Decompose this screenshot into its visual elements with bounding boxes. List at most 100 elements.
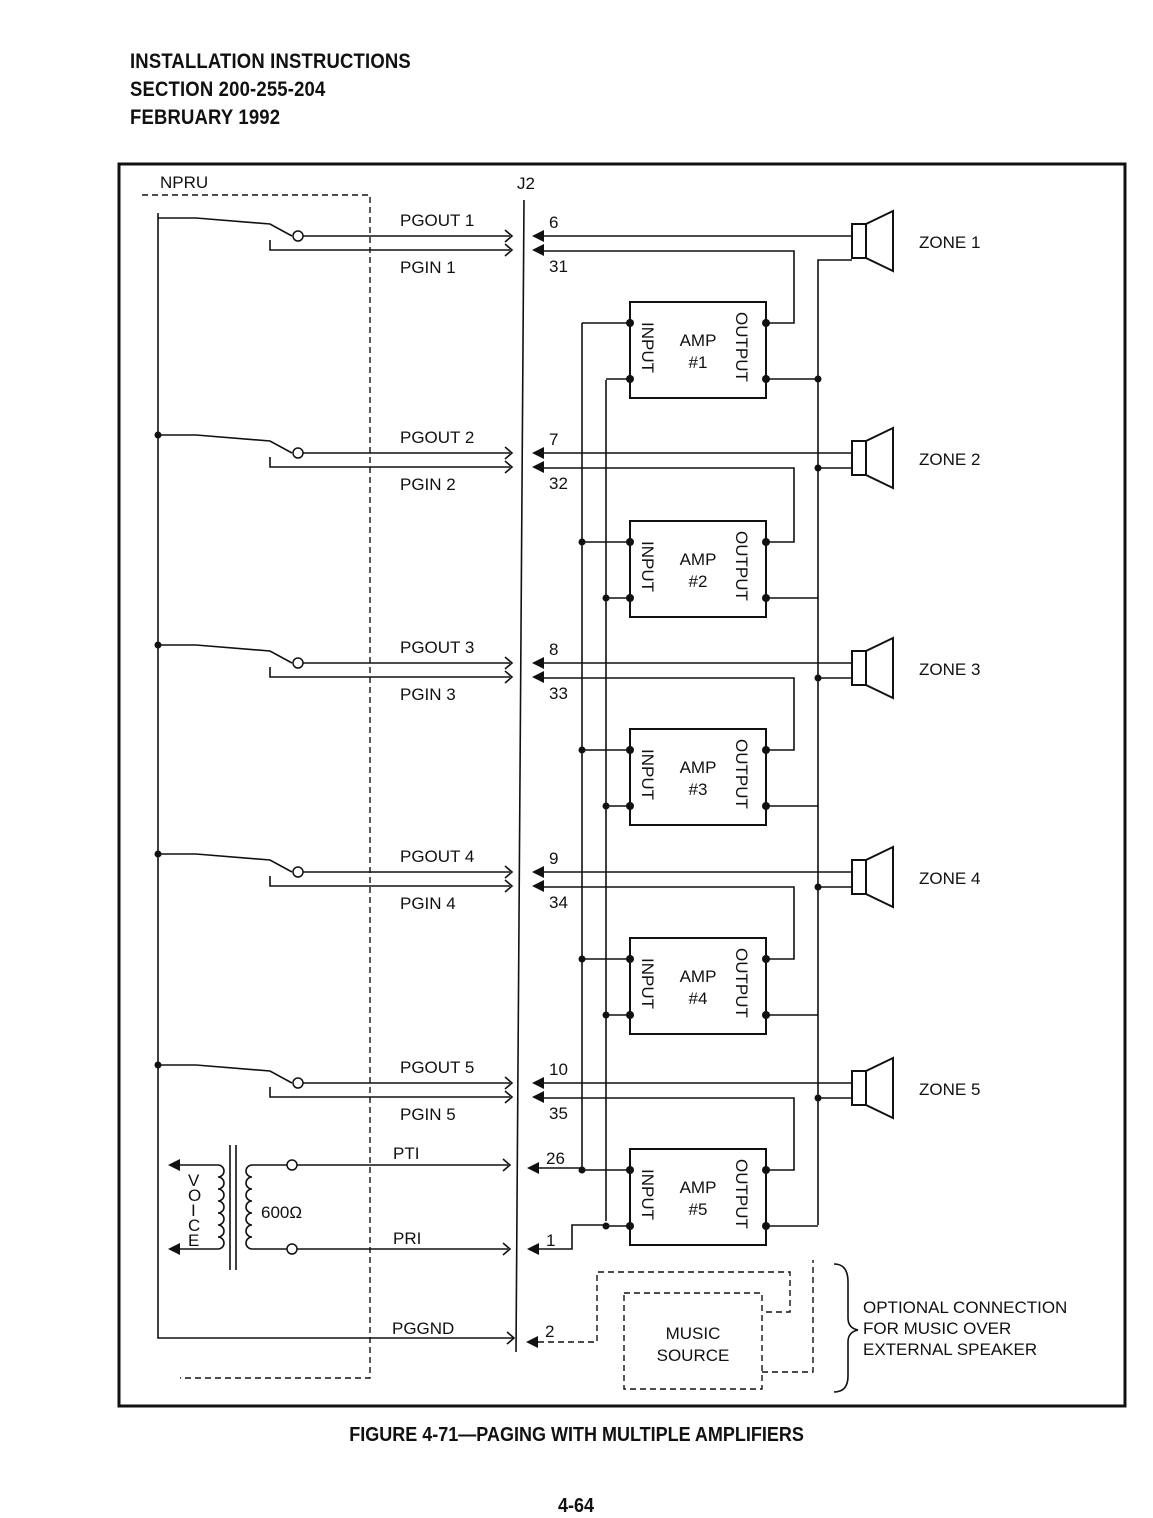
- amplifier-2-number: #2: [689, 572, 708, 591]
- zone-4-pgout-label: PGOUT 4: [400, 847, 474, 866]
- zone-2-switch-contact: [292, 447, 304, 459]
- amplifier-5-output-label: OUTPUT: [732, 1159, 751, 1229]
- zone-4-pgin-arrow: [532, 880, 544, 892]
- zone-3-switch-contact: [292, 657, 304, 669]
- amplifier-4-output-to-pgin: [544, 886, 795, 960]
- amplifier-3-output-to-pgin: [544, 677, 795, 751]
- zone-5-pgin-jack: [504, 1090, 514, 1104]
- secondary-winding: [245, 1164, 253, 1250]
- npru-label: NPRU: [160, 173, 208, 192]
- zone-2-speaker-cone: [865, 426, 894, 490]
- zone-4-pgin-line: [269, 876, 510, 887]
- music-label-2: SOURCE: [657, 1346, 730, 1365]
- zone-5-pgin-line: [269, 1087, 510, 1098]
- voice-letter-c: C: [188, 1216, 200, 1235]
- amplifier-5-input-terminal-1: [626, 1166, 634, 1174]
- zone-1-speaker-magnet: [851, 223, 867, 259]
- music-label-1: MUSIC: [666, 1324, 721, 1343]
- amplifier-1-output-label: OUTPUT: [732, 312, 751, 382]
- optional-note-2: FOR MUSIC OVER: [863, 1319, 1011, 1338]
- pti-label: PTI: [393, 1144, 419, 1163]
- zone-5-pgout-label: PGOUT 5: [400, 1058, 474, 1077]
- amplifier-1-amp-label: AMP: [680, 331, 717, 350]
- voice-letter-v: V: [188, 1171, 200, 1190]
- zone-2-pgout-label: PGOUT 2: [400, 428, 474, 447]
- amplifier-5-input-label: INPUT: [638, 1169, 657, 1220]
- zone-2-return-node: [814, 464, 822, 472]
- amplifier-5-box: [629, 1148, 767, 1246]
- zone-5-speaker-magnet: [851, 1070, 867, 1106]
- zone-5-pgin-arrow: [532, 1091, 544, 1103]
- figure-frame: [117, 162, 1127, 1408]
- zone-1-pgin-pin: 31: [549, 257, 568, 276]
- zone-3-pgout-pin: 8: [549, 640, 558, 659]
- amplifier-4-input-label: INPUT: [638, 958, 657, 1009]
- amplifier-5-bus-node-b: [602, 1222, 610, 1230]
- amplifier-2-amp-label: AMP: [680, 550, 717, 569]
- amplifier-3-input-terminal-2: [626, 802, 634, 810]
- zone-5-switch-contact: [292, 1077, 304, 1089]
- amplifier-4-input-terminal-2: [626, 1011, 634, 1019]
- amplifier-3-output-label: OUTPUT: [732, 739, 751, 809]
- optional-brace: [833, 1263, 859, 1393]
- amplifier-1-number: #1: [689, 353, 708, 372]
- header-section: SECTION 200-255-204: [130, 78, 326, 101]
- zone-5-pgout-pin: 10: [549, 1060, 568, 1079]
- amplifier-1-input-label: INPUT: [638, 322, 657, 373]
- npru-boundary: [142, 194, 371, 1379]
- voice-letter-e: E: [188, 1231, 199, 1250]
- zone-5-return-node: [814, 1094, 822, 1102]
- pri-jack: [502, 1242, 512, 1256]
- zone-1-pgin-jack: [504, 243, 514, 257]
- zone-4-pgin-pin: 34: [549, 893, 568, 912]
- zone-5-pgout-arrow: [532, 1077, 544, 1089]
- amplifier-2-bus-node-b: [602, 594, 610, 602]
- zone-2-pgout-pin: 7: [549, 430, 558, 449]
- amplifier-1-output-to-pgin: [544, 250, 795, 324]
- amplifier-1-input-terminal-2: [626, 375, 634, 383]
- zone-3-pgin-arrow: [532, 671, 544, 683]
- music-source-box: [623, 1292, 763, 1390]
- amplifier-1-return-node: [814, 375, 822, 383]
- voice-arrow-bottom: [168, 1243, 180, 1255]
- voice-transformer: 600Ω V O I C E: [168, 1145, 302, 1270]
- page-number: 4-64: [558, 1495, 595, 1517]
- npru-common-bus: [157, 213, 514, 1339]
- zone-4-speaker-magnet: [851, 859, 867, 895]
- amplifier-5-output-to-pgin: [544, 1097, 795, 1171]
- amplifier-2-output-label: OUTPUT: [732, 531, 751, 601]
- zone-5-speaker-cone: [865, 1056, 894, 1120]
- pri-arrow: [527, 1243, 539, 1255]
- amplifier-4-number: #4: [689, 989, 708, 1008]
- zone-2-pgout-jack: [504, 446, 514, 460]
- zone-1-pgout-label: PGOUT 1: [400, 211, 474, 230]
- amplifier-1-input-terminal-1: [626, 319, 634, 327]
- zone-4-label: ZONE 4: [919, 869, 980, 888]
- amplifier-4-box: [629, 937, 767, 1035]
- zone-3-pgout-jack: [504, 656, 514, 670]
- amplifier-2-output-to-pgin: [544, 467, 795, 543]
- amplifier-1-box: [629, 301, 767, 399]
- zone-4-pgout-arrow: [532, 866, 544, 878]
- zone-3-bus-node: [154, 641, 162, 649]
- zone-1-pgin-label: PGIN 1: [400, 258, 456, 277]
- zone-1-pgin-line: [269, 240, 510, 251]
- pggnd-jack: [506, 1331, 516, 1345]
- zone-2-switch-blade: [158, 434, 293, 454]
- pggnd-label: PGGND: [392, 1319, 454, 1338]
- header-date: FEBRUARY 1992: [130, 106, 281, 129]
- amplifier-4-amp-label: AMP: [680, 967, 717, 986]
- amplifier-2-input-terminal-2: [626, 594, 634, 602]
- amplifier-4-bus-node-b: [602, 1011, 610, 1019]
- zone-3-pgin-jack: [504, 670, 514, 684]
- music-output-link: [762, 1260, 814, 1373]
- zone-3-pgin-pin: 33: [549, 684, 568, 703]
- zone-5-bus-node: [154, 1061, 162, 1069]
